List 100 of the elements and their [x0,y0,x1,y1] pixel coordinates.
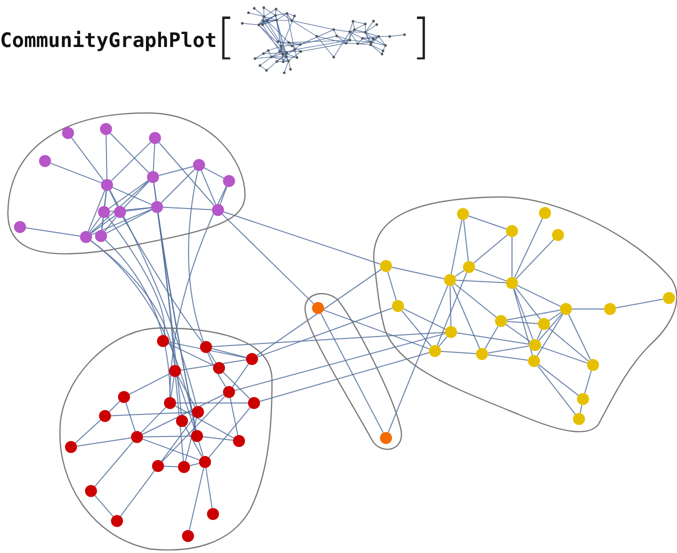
graph-edge [538,364,579,396]
graph-vertex [111,515,123,527]
graph-edge [153,182,196,431]
graph-vertex [65,441,77,453]
graph-edge [107,216,166,336]
graph-edge [484,326,498,350]
graph-edge [91,208,152,236]
graph-edge [536,314,564,356]
graph-edge [176,376,196,431]
graph-edge [128,373,170,395]
graph-edge [112,186,152,206]
graph-edge [168,343,214,366]
graph-vertex [213,362,225,374]
graph-edge [184,417,198,462]
graph-edge [164,466,178,468]
graph-edge [90,215,116,234]
graph-edge [76,437,132,447]
graph-vertex [663,292,675,304]
graph-edge [538,313,563,341]
graph-edge [402,308,446,330]
graph-vertex [151,201,163,213]
graph-vertex [114,206,126,218]
graph-edge [208,352,216,364]
graph-edge [513,288,533,356]
graph-edge [90,180,150,234]
graph-edge [188,467,204,531]
graph-edge [71,137,104,181]
graph-edge [468,215,507,230]
graph-edge [142,438,200,460]
graph-vertex [463,261,475,273]
graph-edge [204,167,224,179]
graph-vertex [445,326,457,338]
graph-edge [188,170,226,388]
graph-vertex [178,461,190,473]
graph-edge [110,412,192,416]
graph-edge [440,350,476,354]
graph-edge [473,234,508,264]
graph-vertex [95,230,107,242]
graph-vertex [98,206,110,218]
graph-edge [176,402,248,404]
graph-vertex [604,303,616,315]
graph-edge [101,190,107,231]
graph-vertex [80,231,92,243]
graph-edge [438,336,448,347]
graph-edge [388,285,448,433]
graph-edge [94,495,114,517]
graph-edge [125,402,136,432]
graph-vertex [587,359,599,371]
graph-vertex [101,179,113,191]
graph-vertex [131,431,143,443]
graph-edge [514,288,534,340]
graph-vertex [99,410,111,422]
graph-edge [88,190,106,232]
graph-edge [515,287,541,320]
graph-vertex [380,260,392,272]
graph-edge [108,180,149,210]
graph-edge [223,211,381,265]
graph-edge [391,266,445,280]
graph-edge [161,416,195,462]
graph-vertex [199,456,211,468]
graph-vertex [573,413,585,425]
graph-edge [516,285,562,307]
graph-edge [25,227,81,237]
graph-vertex [233,435,245,447]
graph-vertex [528,355,540,367]
graph-edge [320,312,384,434]
graph-edge [401,310,432,347]
graph-edge [200,170,216,205]
graph-edge [170,186,227,398]
graph-vertex [577,393,589,405]
graph-vertex [506,225,518,237]
graph-edge [202,436,234,441]
graph-vertex [223,386,235,398]
graph-vertex [248,397,260,409]
graph-edge [189,462,200,466]
graph-edge [450,219,462,275]
graph-edge [162,206,212,210]
graph-edge [104,216,117,232]
graph-edge [548,312,562,322]
graph-edge [234,333,446,391]
graph-vertex [212,204,224,216]
graph-edge [101,217,104,231]
graph-edge [162,396,226,462]
graph-edge [474,268,507,282]
graph-vertex [176,415,188,427]
graph-edge [160,168,196,204]
graph-edge [436,272,468,346]
graph-edge [110,142,152,182]
graph-edge [158,166,194,176]
graph-vertex [529,339,541,351]
graph-edge [506,310,561,320]
graph-edge [180,359,247,371]
graph-edge [106,134,108,180]
graph-edge [198,441,204,457]
graph-edge [170,376,175,398]
graph-edge [584,370,592,394]
graph-edge [323,310,430,350]
graph-edge [572,308,604,310]
graph-edge [120,470,155,517]
graph-edge [94,441,134,487]
